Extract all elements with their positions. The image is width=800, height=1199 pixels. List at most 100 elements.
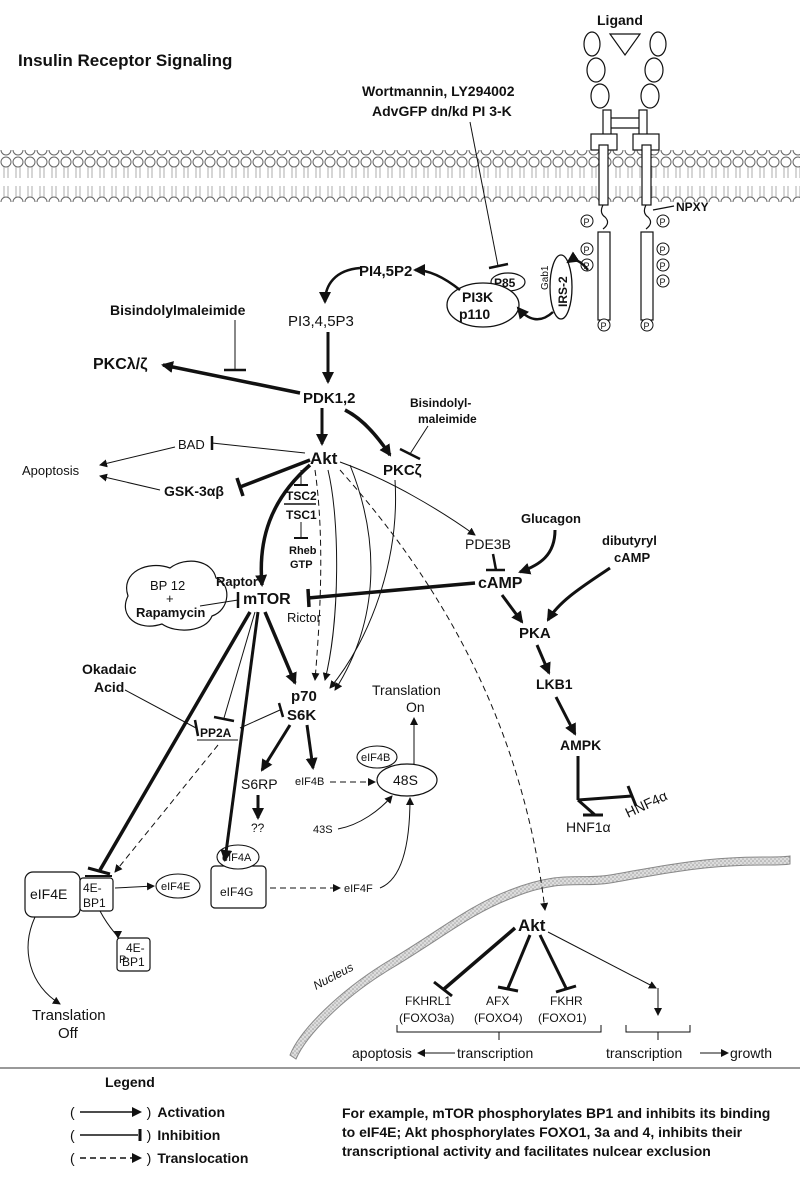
bisindolylmaleimide-label: Bisindolylmaleimide [110,302,246,318]
pdk12-label: PDK1,2 [303,390,356,407]
bp12-rapamycin-blob [124,560,228,631]
foxo1-label: (FOXO1) [538,1011,587,1025]
camp-to-pka-arrow [500,594,524,624]
rapamycin-label: Rapamycin [136,605,205,620]
maleimide-label: maleimide [418,412,477,426]
pdk-to-pkc-lz-arrow [161,361,301,395]
legend: Legend ( ) Activation ( ) Inhibition ( )… [0,1068,800,1199]
bisindolyl-label: Bisindolyl- [410,396,471,410]
mtor-to-pp2a-line [223,611,256,719]
fkhrl1-label: FKHRL1 [405,994,451,1008]
legend-inhibition-label: Inhibition [157,1127,221,1143]
okadaic-to-pp2a-line [124,689,197,729]
inhibition-bar-icon [79,1129,142,1141]
bad-to-apoptosis-arrow [99,446,176,468]
insulin-receptor [583,31,675,321]
paren-open: ( [70,1127,75,1143]
svg-text:P: P [660,261,666,271]
4ebp1-top-label: 4E- [83,881,102,895]
okadaic-to-pp2a-bar [193,719,200,737]
wortmannin-inhibit-bar [488,262,509,270]
inhibition-edges [85,320,638,998]
mtor-to-pp2a-bar [213,715,235,723]
pdk-to-pkcz-arrow [344,408,392,457]
mtor-label: mTOR [243,591,291,608]
pp2a-to-s6k-bar [277,702,285,718]
phosphate-icon: P [580,242,594,256]
svg-text:P: P [644,321,650,331]
akt-to-nucleus-translocation [339,469,549,911]
phosphate-icon: P [580,214,594,228]
gab1-label: Gab1 [540,265,551,290]
p70-label: p70 [291,688,317,705]
svg-text:P: P [584,245,590,255]
transcription-right-label: transcription [606,1045,682,1061]
eif4f-label: eIF4F [344,883,373,895]
mtor-to-4ebp1-bar [87,866,111,876]
eif4e-small-node [155,873,201,899]
receptor-to-irs2-arrow [566,251,589,271]
eif4b-label: eIF4B [295,776,324,788]
growth-bracket [625,1025,691,1040]
svg-text:P: P [584,261,590,271]
pkcz-to-s6k-arrow [329,479,397,689]
phosphate-icon: P [656,274,670,288]
translocation-edges [114,469,549,911]
akt-to-pde3b-arrow [339,461,476,536]
dibutyryl-camp-label: cAMP [614,550,650,565]
pi45p2-to-pi345p3-arrow [319,266,361,304]
pi3k-label: PI3K [462,289,493,305]
wortmannin-label: Wortmannin, LY294002 [362,83,515,99]
bp12-label: BP 12 [150,578,185,593]
growth-label: growth [730,1045,772,1061]
akt-to-s6k-second-arrow [334,464,372,691]
mtor-to-s6k-arrow [263,611,297,685]
eif4e-small-label: eIF4E [161,881,190,893]
translation-off-label: Translation [32,1007,106,1024]
legend-title: Legend [105,1074,155,1090]
svg-text:P: P [660,277,666,287]
rictor-label: Rictor [287,610,322,625]
phosphate-icon: P [656,242,670,256]
legend-activation-label: Activation [157,1104,226,1120]
mtor-to-eif4g-arrow [220,611,260,862]
akt-nuclear-to-fkhr-bar [555,984,577,994]
akt-label: Akt [310,449,338,468]
tsc2-label: TSC2 [286,489,317,503]
pi3k-node [446,282,520,328]
43s-to-48s-arrow [337,795,393,830]
camp-label: cAMP [478,575,523,592]
ampk-to-hnf4a-bar [626,785,638,807]
akt-nuclear-to-fkhrl1-bar [433,980,453,998]
pi3k-to-pi45p2-arrow [413,264,461,291]
pkc-lambda-zeta-label: PKCλ/ζ [93,356,148,373]
akt-nuclear-to-afx-bar [497,985,519,993]
p4ebp1-p-label: P [119,954,126,966]
bisindolyl-to-pkcz-line [409,425,429,455]
p110-label: p110 [459,306,490,322]
eif4g-label: eIF4G [220,885,253,899]
translocation-dashed-arrow-icon [79,1153,142,1163]
legend-inhibition-row: ( ) Inhibition [70,1125,220,1145]
gtp-label: GTP [290,559,313,571]
rapamycin-to-mtor-line [199,599,239,607]
legend-activation-row: ( ) Activation [70,1102,225,1122]
camp-to-mtor-line [307,581,476,600]
eif4e-label: eIF4E [30,886,67,902]
pkc-zeta-label: PKCζ [383,462,422,479]
paren-close: ) [146,1127,152,1143]
ampk-label: AMPK [560,737,601,753]
dibutyryl-label: dibutyryl [602,533,657,548]
okadaic-label: Okadaic [82,661,137,677]
phosphate-sites: P P P P P P P P P [580,214,670,332]
akt-to-s6k-arrow [322,469,338,681]
phosphate-icon: P [656,258,670,272]
glucagon-label: Glucagon [521,511,581,526]
ampk-to-hnf4a-line [577,794,633,802]
raptor-label: Raptor [216,574,258,589]
pka-to-lkb1-arrow [535,644,551,675]
pp2a-label: PP2A [200,726,232,740]
paren-open: ( [70,1150,75,1166]
mtor-to-4ebp1-line [98,611,252,871]
